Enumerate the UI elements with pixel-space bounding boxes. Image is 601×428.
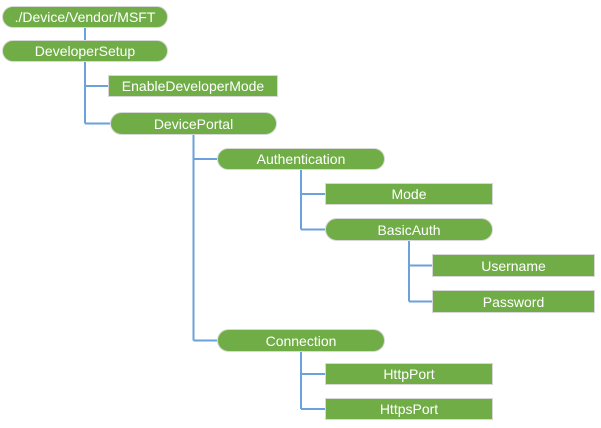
node-device-vendor-msft: ./Device/Vendor/MSFT (2, 6, 168, 28)
node-httpsport: HttpsPort (325, 398, 493, 420)
node-authentication: Authentication (217, 148, 385, 170)
node-password: Password (432, 290, 595, 313)
node-developersetup: DeveloperSetup (2, 40, 168, 62)
node-httpport: HttpPort (325, 363, 493, 385)
node-connection: Connection (217, 329, 385, 352)
node-basicauth: BasicAuth (325, 218, 493, 241)
node-mode: Mode (325, 183, 493, 205)
node-username: Username (432, 254, 595, 277)
node-deviceportal: DevicePortal (110, 112, 277, 135)
node-enabledevelopermode: EnableDeveloperMode (108, 75, 278, 97)
